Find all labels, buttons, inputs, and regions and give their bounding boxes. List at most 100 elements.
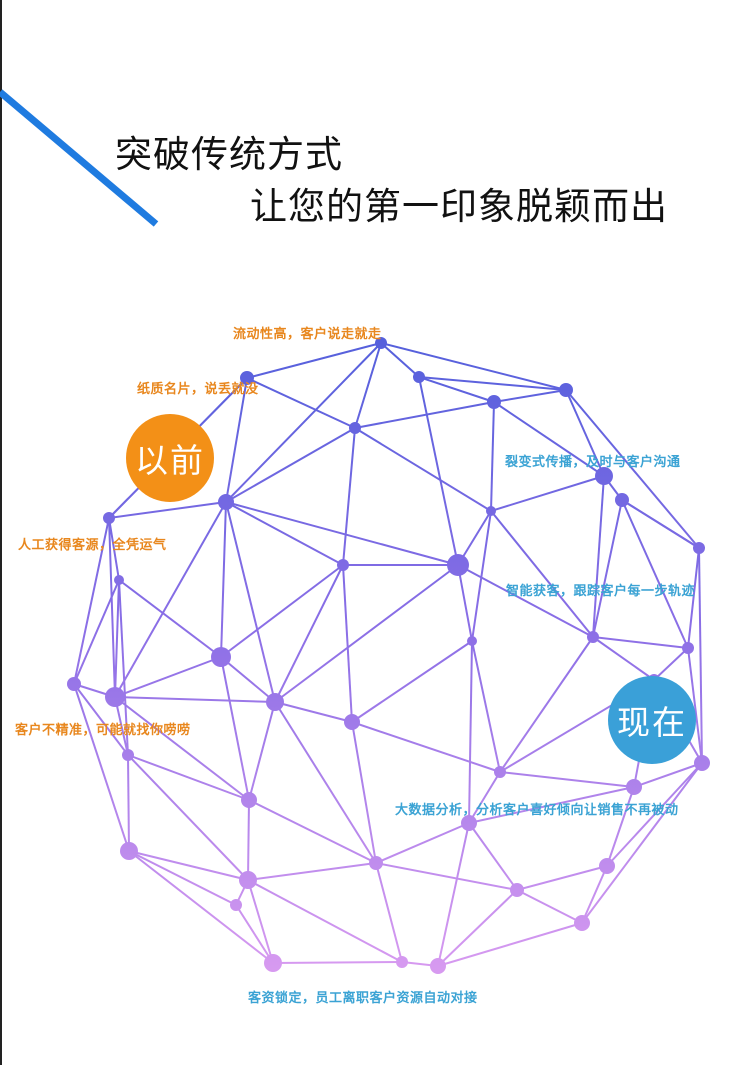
network-node <box>230 899 242 911</box>
network-edge <box>247 879 274 964</box>
annotation-now-1: 裂变式传播，及时与客户沟通 <box>505 455 681 470</box>
network-node <box>396 956 408 968</box>
network-edge <box>246 342 382 379</box>
network-edge <box>471 640 501 773</box>
network-edge <box>606 762 703 867</box>
network-edge <box>127 754 249 881</box>
network-node <box>510 883 524 897</box>
network-edge <box>127 754 250 801</box>
network-edge <box>592 499 623 638</box>
network-edge <box>687 547 700 649</box>
network-edge <box>437 922 583 967</box>
network-edge <box>73 683 130 852</box>
network-node <box>241 792 257 808</box>
network-edge <box>418 376 459 566</box>
network-edge <box>592 475 605 638</box>
network-edge <box>354 401 495 429</box>
network-edge <box>418 376 567 391</box>
network-node <box>120 842 138 860</box>
network-edge <box>351 640 473 723</box>
network-node <box>461 815 477 831</box>
annotation-before-1: 流动性高，客户说走就走 <box>233 327 382 342</box>
network-edge <box>621 499 689 649</box>
network-edge <box>274 701 377 864</box>
network-edge <box>499 771 635 788</box>
network-edge <box>581 865 608 924</box>
network-node <box>375 337 387 349</box>
network-edge <box>468 822 518 891</box>
headline-line-1: 突破传统方式 <box>115 133 343 176</box>
headline-line-2: 让您的第一印象脱颖而出 <box>250 185 668 228</box>
network-edge <box>565 389 605 477</box>
network-edge <box>247 799 250 881</box>
network-edge <box>247 862 377 881</box>
network-edge <box>499 636 594 773</box>
network-node <box>574 915 590 931</box>
annotation-now-2: 智能获客，跟踪客户每一步轨迹 <box>506 584 696 599</box>
network-edge <box>698 547 703 764</box>
network-node <box>693 542 705 554</box>
network-edge <box>225 377 248 503</box>
network-edge <box>581 762 703 924</box>
network-edge <box>516 889 583 924</box>
network-edge <box>687 647 703 764</box>
network-edge <box>114 696 276 703</box>
network-edge <box>247 879 403 963</box>
network-edge <box>375 822 470 864</box>
network-node <box>103 512 115 524</box>
network-edge <box>490 401 495 512</box>
network-node <box>211 647 231 667</box>
annotation-now-3: 大数据分析，分析客户喜好倾向让销售不再被动 <box>395 803 679 818</box>
network-edge <box>248 799 377 864</box>
network-edge <box>437 889 518 967</box>
network-edge <box>274 701 353 723</box>
accent-diagonal-line <box>0 89 159 227</box>
network-edge <box>225 501 276 703</box>
network-edge <box>471 510 492 642</box>
network-edge <box>490 510 594 638</box>
network-edge <box>225 342 382 503</box>
network-edge <box>114 696 250 801</box>
network-node <box>114 575 124 585</box>
network-edge <box>380 342 567 391</box>
network-edge <box>565 389 700 549</box>
network-node <box>264 954 282 972</box>
network-edge <box>653 647 689 681</box>
network-node <box>486 506 496 516</box>
network-edge <box>380 342 420 378</box>
network-edge <box>73 517 110 685</box>
network-edge <box>633 762 703 788</box>
network-node <box>694 755 710 771</box>
network-node <box>467 636 477 646</box>
network-edge <box>127 754 130 852</box>
network-edge <box>118 579 222 658</box>
network-node <box>369 856 383 870</box>
network-node <box>413 371 425 383</box>
network-edge <box>490 475 605 512</box>
network-edge <box>108 517 116 698</box>
network-node <box>595 467 613 485</box>
network-node <box>487 395 501 409</box>
network-edge <box>225 427 356 503</box>
network-edge <box>375 862 403 963</box>
network-edge <box>246 377 356 429</box>
annotation-before-4: 客户不精准，可能就找你唠唠 <box>15 723 191 738</box>
network-node <box>122 749 134 761</box>
badge-before: 以前 <box>126 414 214 502</box>
network-edge <box>114 656 222 698</box>
network-node <box>349 422 361 434</box>
network-edge <box>108 501 227 519</box>
network-edge <box>468 771 501 824</box>
network-edge <box>354 342 382 429</box>
network-edge <box>128 850 249 881</box>
network-edge <box>235 904 274 964</box>
network-edge <box>114 501 227 698</box>
network-edge <box>272 961 403 964</box>
network-node <box>587 631 599 643</box>
network-edge <box>114 579 120 698</box>
network-edge <box>418 376 495 403</box>
network-edge <box>457 564 473 642</box>
annotation-now-4: 客资锁定，员工离职客户资源自动对接 <box>248 991 478 1006</box>
network-node <box>682 642 694 654</box>
